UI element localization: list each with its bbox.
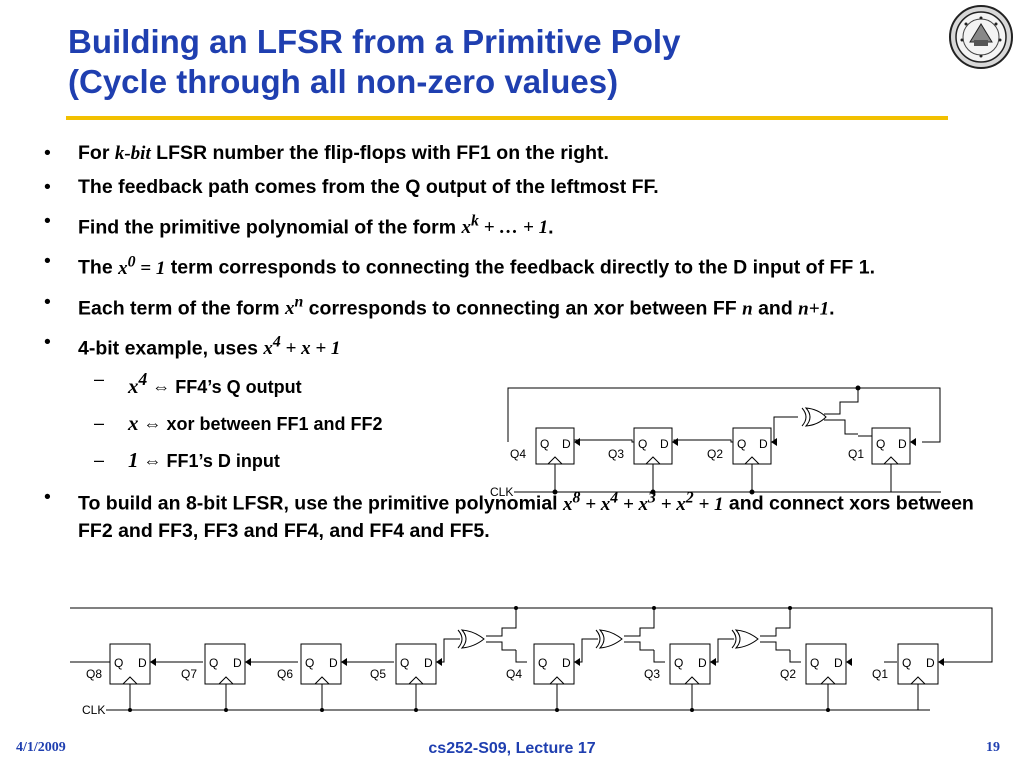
flip-flop: Q D Q1 [872,643,944,685]
xor-gate-icon [457,629,485,649]
pin-q-label: Q [538,656,547,670]
pin-q-label: Q [400,656,409,670]
ff-output-label: Q4 [506,667,522,681]
flip-flop: Q D Q8 [86,643,156,685]
ff-output-label: Q7 [181,667,197,681]
bullet-list: For k-bit LFSR number the flip-flops wit… [42,140,982,552]
pin-q-label: Q [114,656,123,670]
sub-list: x4 ⇔ FF4’s Q output x ⇔ xor between FF1 … [78,366,982,474]
flip-flop: Q D Q4 [510,427,580,465]
flip-flop: Q D Q6 [277,643,347,685]
pin-d-label: D [329,656,338,670]
pin-d-label: D [898,437,907,451]
ff-output-label: Q5 [370,667,386,681]
pin-q-label: Q [540,437,549,451]
flip-flop: Q D Q3 [644,643,716,685]
flip-flop: Q D Q3 [608,427,678,465]
xor-gate-icon [595,629,623,649]
clk-label: CLK [82,703,105,717]
ff-output-label: Q6 [277,667,293,681]
pin-q-label: Q [305,656,314,670]
clk-label: CLK [490,485,513,499]
footer-course: cs252-S09, Lecture 17 [428,740,596,757]
title-divider [66,116,948,120]
pin-q-label: Q [810,656,819,670]
bullet-item: Find the primitive polynomial of the for… [42,208,982,241]
ff-output-label: Q3 [608,447,624,461]
pin-d-label: D [562,437,571,451]
ff-output-label: Q2 [707,447,723,461]
bullet-item: Each term of the form xn corresponds to … [42,289,982,322]
lfsr-4bit-diagram: Q D Q4 Q D Q3 Q D Q2 Q D Q1 CLK [490,385,941,499]
title-line-2: (Cycle through all non-zero values) [68,63,619,100]
footer-page-number: 19 [986,740,1000,755]
pin-d-label: D [834,656,843,670]
pin-q-label: Q [876,437,885,451]
pin-d-label: D [698,656,707,670]
ff-output-label: Q3 [644,667,660,681]
sub-item: 1 ⇔ FF1’s D input [78,447,982,474]
ff-output-label: Q8 [86,667,102,681]
title-line-1: Building an LFSR from a Primitive Poly [68,23,681,60]
sub-item: x ⇔ xor between FF1 and FF2 [78,410,982,437]
flip-flop: Q D Q7 [181,643,251,685]
ff-output-label: Q4 [510,447,526,461]
pin-d-label: D [138,656,147,670]
xor-gate-icon [801,407,827,427]
pin-q-label: Q [902,656,911,670]
pin-d-label: D [424,656,433,670]
sub-item: x4 ⇔ FF4’s Q output [78,366,982,400]
pin-d-label: D [660,437,669,451]
ff-output-label: Q1 [872,667,888,681]
lfsr-8bit-diagram: Q D Q8 Q D Q7 Q D Q6 Q D Q5 Q D Q4 [70,606,993,717]
pin-d-label: D [926,656,935,670]
university-seal-icon [949,5,1013,69]
pin-d-label: D [759,437,768,451]
flip-flop: Q D Q1 [848,427,916,465]
bullet-item: The feedback path comes from the Q outpu… [42,174,982,201]
footer-date: 4/1/2009 [16,740,66,755]
slide-title: Building an LFSR from a Primitive Poly (… [68,22,928,102]
flip-flop: Q D Q2 [707,427,777,465]
bullet-item: For k-bit LFSR number the flip-flops wit… [42,140,982,167]
bullet-item: To build an 8-bit LFSR, use the primitiv… [42,484,982,544]
ff-output-label: Q2 [780,667,796,681]
pin-d-label: D [562,656,571,670]
pin-q-label: Q [737,437,746,451]
pin-q-label: Q [638,437,647,451]
flip-flop: Q D Q4 [506,643,580,685]
xor-gate-icon [731,629,759,649]
bullet-item: The x0 = 1 term corresponds to connectin… [42,248,982,281]
bullet-item: 4-bit example, uses x4 + x + 1 x4 ⇔ FF4’… [42,329,982,474]
pin-q-label: Q [209,656,218,670]
flip-flop: Q D Q2 [780,643,852,685]
ff-output-label: Q1 [848,447,864,461]
pin-d-label: D [233,656,242,670]
flip-flop: Q D Q5 [370,643,442,685]
pin-q-label: Q [674,656,683,670]
